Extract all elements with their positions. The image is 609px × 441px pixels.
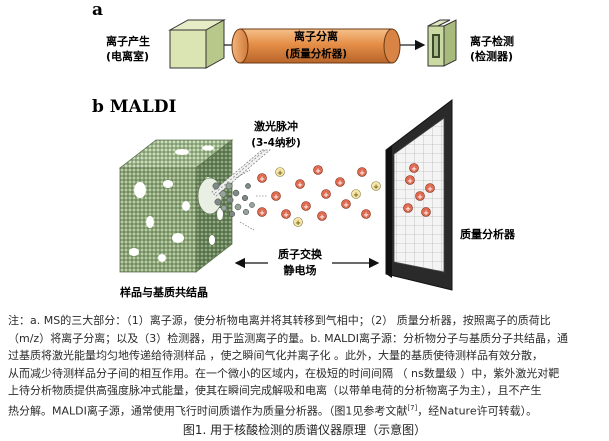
ion-source-box [168,19,226,69]
svg-text:+: + [273,193,279,201]
mass-analyzer-tube [224,28,426,64]
ion-positive: + [409,163,419,173]
ion-positive: + [361,209,371,219]
detector-label-line2: (检测器) [470,49,513,63]
panel-a-letter: a [92,0,103,20]
svg-text:+: + [411,165,417,173]
ion-matrix: + [275,167,285,177]
ion-positive: + [403,203,413,213]
ion-positive: + [425,183,435,193]
note-text: 热分解。MALDI离子源，通常使用飞行时间质谱作为质量分析器。（图1见参考文献 [8,404,408,418]
detector-box [427,19,457,67]
svg-text:+: + [363,211,369,219]
svg-text:+: + [359,169,365,177]
ion-positive: + [271,191,281,201]
note-line: 上待分析物质提供高强度脉冲式能量，使其在瞬间完成解吸和电离（以带单电荷的分析物离… [8,384,542,397]
svg-text:+: + [323,191,329,199]
source-label-line1: 离子产生 [106,34,150,48]
ion-positive: + [415,191,425,201]
ion-positive: + [295,179,305,189]
laser-label-line2: (3-4纳秒) [251,136,301,149]
svg-text:+: + [353,191,359,199]
source-label-line2: (电离室) [106,49,149,63]
ion-positive: + [321,189,331,199]
ion-positive: + [341,199,351,209]
detector-label-line1: 离子检测 [470,34,514,48]
svg-text:+: + [407,177,413,185]
ion-matrix: + [351,189,361,199]
svg-text:+: + [343,201,349,209]
ion-positive: + [301,201,311,211]
svg-text:+: + [297,181,303,189]
reference-marker[interactable]: [7] [407,403,418,412]
svg-text:+: + [427,185,433,193]
svg-text:+: + [259,209,265,217]
desorbed-plume [212,169,268,231]
svg-text:+: + [277,169,283,177]
mass-analyzer-label: 质量分析器 [460,227,516,241]
analyzer-label-line1: 离子分离 [294,29,338,43]
figure-note: 注：a. MS的三大部分：（1）离子源，使分析物电离并将其转移到气相中；（2） … [8,312,601,420]
note-line: 过基质将激光能量均匀地传递给待测样品 ，使之瞬间气化并离子化 。此外，大量的基质… [8,349,543,362]
mass-spectrometry-figure: a 离子产生 (电离室) 离子分离 (质量分析器) 离子检测 (检测器) b M… [92,0,516,299]
ion-positive: + [313,165,323,175]
svg-text:+: + [283,211,289,219]
ion-positive: + [335,177,345,187]
proton-exchange-label-line2: 静电场 [284,263,317,277]
ion-matrix: + [371,181,381,191]
note-line: 从而减少待测样品分子间的相互作用。在一个微小的区域内，在极短的时间间隔 （ ns… [8,366,560,380]
ion-positive: + [421,207,431,217]
svg-text:+: + [303,203,309,211]
note-line: 注：a. MS的三大部分：（1）离子源，使分析物电离并将其转移到气相中；（2） … [8,314,551,327]
ion-positive: + [317,211,327,221]
ions-in-flight: + + + + + + + + + + + + + + + + + [257,165,381,227]
sample-matrix-crystal [118,139,234,273]
ions-at-analyzer: + + + + + + [403,163,435,217]
svg-text:+: + [405,205,411,213]
ion-positive: + [257,173,267,183]
svg-text:+: + [337,179,343,187]
svg-text:+: + [295,219,301,227]
svg-text:+: + [319,213,325,221]
svg-text:+: + [373,183,379,191]
proton-exchange-label-line1: 质子交换 [278,247,323,261]
laser-label-line1: 激光脉冲 [254,119,298,133]
svg-text:+: + [423,209,429,217]
note-text: ，经Nature许可转载）。 [417,404,538,418]
note-line: 热分解。MALDI离子源，通常使用飞行时间质谱作为质量分析器。（图1见参考文献[… [8,400,601,420]
panel-b-letter: b MALDI [92,97,177,117]
ion-matrix: + [293,217,303,227]
svg-text:+: + [315,167,321,175]
ion-positive: + [281,209,291,219]
crystal-label: 样品与基质共结晶 [120,285,208,299]
ion-positive: + [257,207,267,217]
figure-caption: 图1. 用于核酸检测的质谱仪器原理（示意图） [182,423,427,437]
ion-positive: + [405,175,415,185]
note-line: （m/z）将离子分离；以及（3）检测器，用于监测离子的量。b. MALDI离子源… [8,331,569,345]
svg-text:+: + [417,193,423,201]
analyzer-label-line2: (质量分析器) [285,47,347,60]
ion-positive: + [357,167,367,177]
svg-text:+: + [259,175,265,183]
